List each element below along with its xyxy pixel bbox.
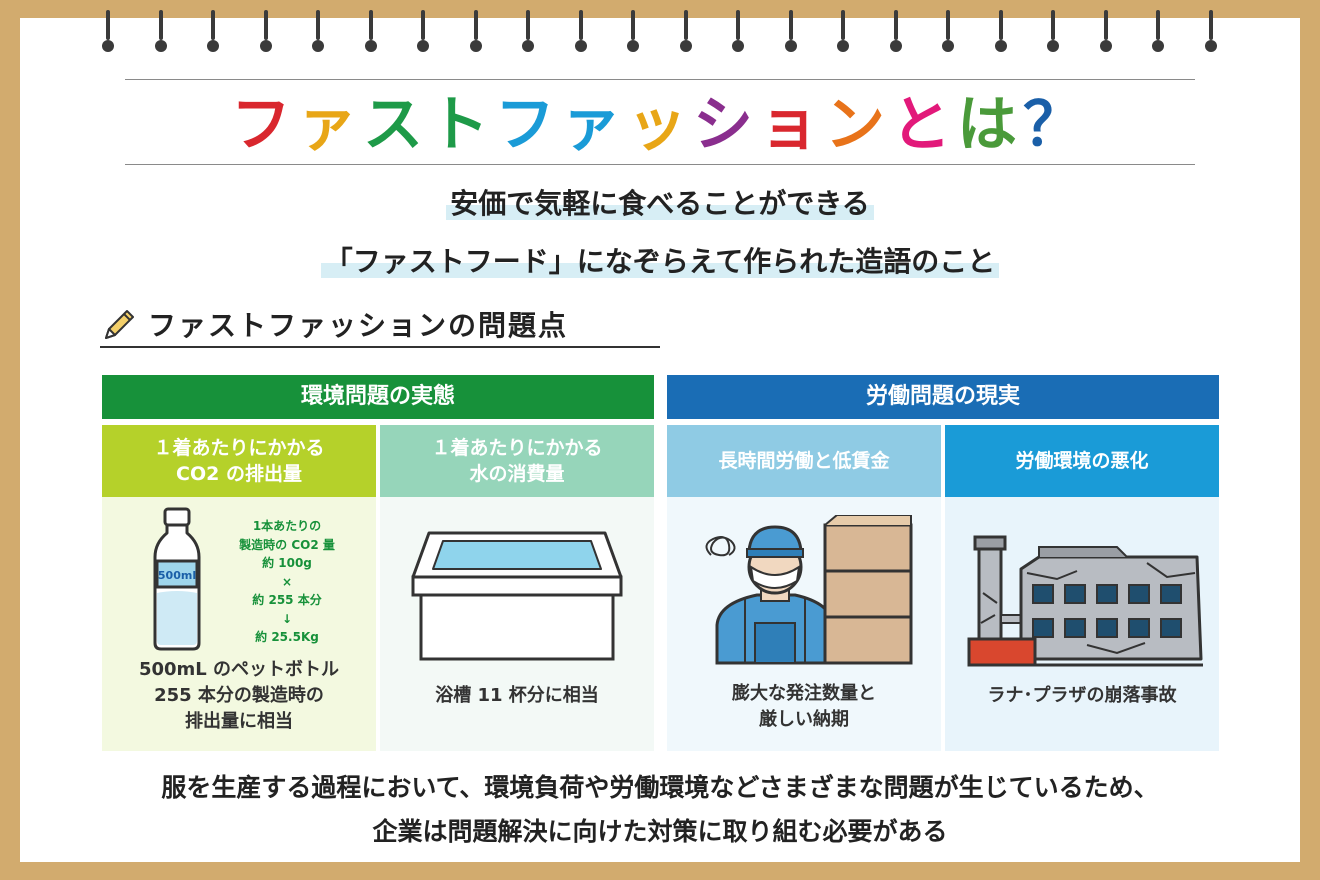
- title-char: は: [957, 90, 1023, 160]
- co2-calculation: 1本あたりの 製造時の CO2 量 約 100g × 約 255 本分 ↓ 約 …: [217, 517, 357, 647]
- binding-ring: [679, 10, 692, 58]
- binding-ring: [942, 10, 954, 58]
- bottle-icon: 500ml: [153, 507, 201, 651]
- title-char: ョ: [759, 90, 825, 160]
- bathtub-icon: [411, 531, 623, 661]
- column-water-caption: 浴槽 11 杯分に相当: [380, 683, 654, 709]
- co2-info-line: 約 255 本分: [252, 593, 322, 607]
- co2-info-line: 製造時の CO2 量: [239, 537, 335, 552]
- caption-line: 膨大な発注数量と: [732, 683, 876, 704]
- binding-ring: [784, 10, 797, 58]
- title-char: ァ: [561, 90, 627, 160]
- column-water: １着あたりにかかる 水の消費量 浴槽 11 杯分に相当: [380, 425, 654, 751]
- column-co2-header: １着あたりにかかる CO2 の排出量: [102, 425, 376, 497]
- column-water-body: 浴槽 11 杯分に相当: [380, 497, 654, 751]
- column-workenv-header: 労働環境の悪化: [945, 425, 1219, 497]
- binding-ring: [889, 10, 902, 58]
- binding-ring: [627, 10, 639, 58]
- binding-ring: [364, 10, 377, 58]
- title-char: ン: [825, 90, 891, 160]
- binding-ring: [1099, 10, 1112, 58]
- binding-ring: [259, 10, 272, 58]
- problem-heading: ファストファッションの問題点: [100, 304, 660, 348]
- subtitle-line-1: 安価で気軽に食べることができる: [0, 182, 1320, 222]
- binding-ring: [312, 10, 324, 58]
- co2-info-line: 約 25.5Kg: [255, 630, 319, 644]
- binding-ring: [522, 10, 534, 58]
- column-workenv: 労働環境の悪化 ラナ･プラザの崩落事故: [945, 425, 1219, 751]
- title-char: フ: [495, 90, 561, 160]
- binding-ring: [1047, 10, 1059, 58]
- binding-ring: [102, 10, 114, 58]
- page-title: ファストファッションとは？: [125, 84, 1195, 166]
- title-char: と: [891, 90, 957, 160]
- title-char: ス: [363, 90, 429, 160]
- co2-info-line: 1本あたりの: [252, 519, 322, 533]
- binding-ring: [1204, 10, 1217, 58]
- binding-ring: [994, 10, 1007, 58]
- subtitle-line-2: 「ファストフード」になぞらえて作られた造語のこと: [0, 240, 1320, 280]
- column-hours-header: 長時間労働と低賃金: [667, 425, 941, 497]
- footer-line-2: 企業は問題解決に向けた対策に取り組む必要がある: [372, 817, 948, 846]
- co2-info-line: ×: [281, 574, 293, 589]
- title-char: ッ: [627, 90, 693, 160]
- caption-line: ラナ･プラザの崩落事故: [987, 685, 1177, 706]
- column-hours-caption: 膨大な発注数量と 厳しい納期: [667, 681, 941, 733]
- caption-line: 255 本分の製造時の: [154, 685, 324, 706]
- category-environment: 環境問題の実態: [102, 375, 654, 419]
- worker-with-boxes-icon: [705, 515, 913, 665]
- column-co2-body: 500ml 1本あたりの 製造時の CO2 量 約 100g × 約 255 本…: [102, 497, 376, 751]
- category-labor: 労働問題の現実: [667, 375, 1219, 419]
- title-char: ト: [429, 90, 495, 160]
- column-workenv-header-line-1: 労働環境の悪化: [1015, 450, 1149, 472]
- column-hours: 長時間労働と低賃金 膨大な発注数量と 厳しい納期: [667, 425, 941, 751]
- binding-ring: [574, 10, 587, 58]
- title-char: フ: [231, 90, 297, 160]
- bottle-label: 500ml: [158, 569, 196, 582]
- pencil-icon: [105, 310, 134, 339]
- binding-ring: [207, 10, 219, 58]
- column-co2-header-line-1: １着あたりにかかる: [153, 437, 325, 459]
- caption-line: 厳しい納期: [759, 709, 849, 730]
- title-char: ？: [1023, 90, 1089, 160]
- column-water-header: １着あたりにかかる 水の消費量: [380, 425, 654, 497]
- title-rule-top: [125, 79, 1195, 80]
- title-rule-bottom: [125, 164, 1195, 165]
- collapsed-factory-icon: [967, 535, 1203, 667]
- column-water-header-line-2: 水の消費量: [469, 463, 565, 485]
- binding-ring: [417, 10, 429, 58]
- stress-scribble-icon: [705, 536, 736, 557]
- title-char: ァ: [297, 90, 363, 160]
- title-char: シ: [693, 90, 759, 160]
- column-co2: １着あたりにかかる CO2 の排出量 500ml 1本あたりの 製造時の CO2…: [102, 425, 376, 751]
- binding-ring: [154, 10, 167, 58]
- column-workenv-caption: ラナ･プラザの崩落事故: [945, 683, 1219, 709]
- binding-ring: [732, 10, 744, 58]
- column-hours-body: 膨大な発注数量と 厳しい納期: [667, 497, 941, 751]
- column-hours-header-line-1: 長時間労働と低賃金: [718, 450, 890, 472]
- problem-heading-text: ファストファッションの問題点: [148, 309, 569, 342]
- column-workenv-body: ラナ･プラザの崩落事故: [945, 497, 1219, 751]
- column-water-header-line-1: １着あたりにかかる: [431, 437, 603, 459]
- footer-line-1: 服を生産する過程において、環境負荷や労働環境などさまざまな問題が生じているため、: [161, 773, 1159, 802]
- caption-line: 排出量に相当: [185, 711, 293, 732]
- co2-info-line: 約 100g: [262, 556, 312, 570]
- column-co2-header-line-2: CO2 の排出量: [176, 463, 302, 485]
- binding-ring: [469, 10, 482, 58]
- binding-ring: [837, 10, 849, 58]
- caption-line: 浴槽 11 杯分に相当: [435, 685, 599, 706]
- co2-info-line: ↓: [281, 611, 293, 626]
- column-co2-caption: 500mL のペットボトル 255 本分の製造時の 排出量に相当: [102, 657, 376, 735]
- caption-line: 500mL のペットボトル: [138, 659, 340, 680]
- binding-ring: [1152, 10, 1164, 58]
